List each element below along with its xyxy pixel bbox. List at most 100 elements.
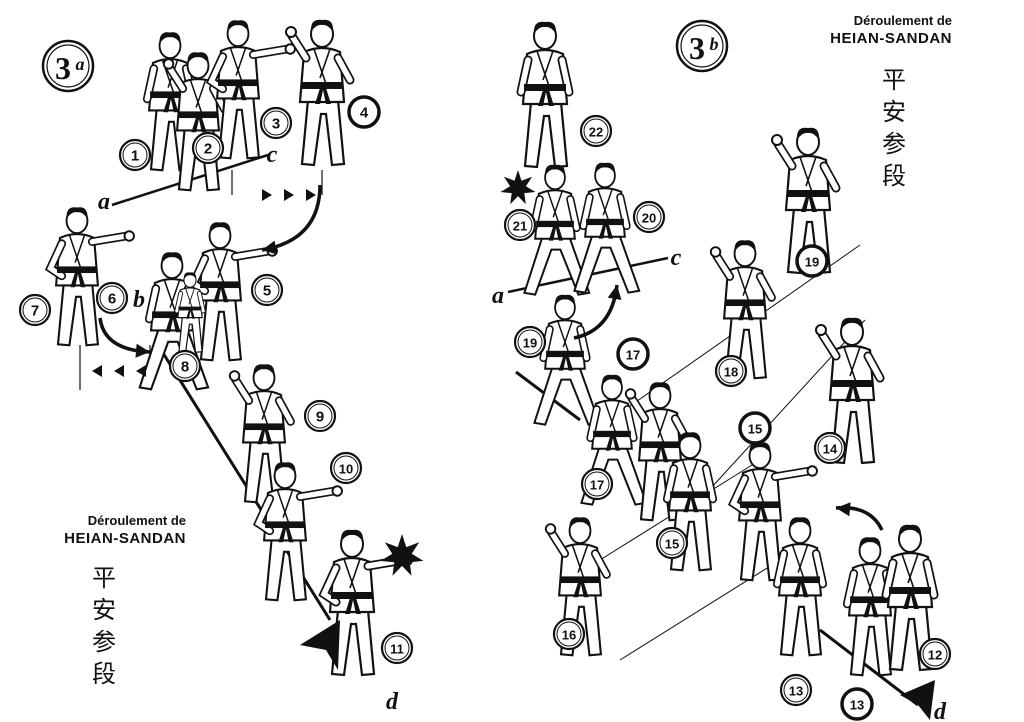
figure-3a-4 — [285, 19, 355, 167]
point-3a-c: c — [267, 142, 278, 168]
step-3b-4: 14 — [813, 431, 847, 465]
kanji-3a-3: 参 — [92, 628, 116, 656]
figure-3b-18 — [709, 240, 776, 380]
kanji-3b-4: 段 — [882, 162, 906, 190]
svg-text:17: 17 — [626, 348, 640, 363]
kiai-star-3a — [380, 534, 424, 576]
svg-text:3: 3 — [272, 116, 280, 133]
svg-text:8: 8 — [181, 359, 189, 376]
step-3b-15: 22 — [579, 114, 613, 148]
title-3a-line2: HEIAN-SANDAN — [64, 530, 186, 547]
title-3a: Déroulement de HEIAN-SANDAN — [26, 512, 186, 548]
title-3a-line1: Déroulement de — [87, 513, 186, 528]
step-chevrons-left — [92, 365, 146, 377]
kanji-3b-3: 参 — [882, 130, 906, 158]
step-3a-6: 6 — [95, 281, 129, 315]
svg-text:21: 21 — [513, 219, 527, 234]
figure-3b-22 — [516, 21, 574, 169]
step-3a-11: 11 — [380, 631, 414, 665]
step-3b-5: 15 — [655, 526, 689, 560]
svg-text:1: 1 — [131, 148, 139, 165]
svg-text:16: 16 — [562, 628, 576, 643]
point-3b-c: c — [671, 245, 682, 271]
svg-text:20: 20 — [642, 211, 656, 226]
step-3b-7: 16 — [552, 617, 586, 651]
direction-arrow-3a — [300, 620, 340, 670]
point-3a-b: b — [133, 287, 145, 313]
step-3b-3: 13 — [840, 687, 874, 721]
title-3b: Déroulement de HEIAN-SANDAN — [792, 12, 952, 48]
svg-text:13: 13 — [850, 698, 864, 713]
step-chevrons-right — [262, 189, 316, 201]
svg-text:7: 7 — [31, 303, 39, 320]
svg-text:6: 6 — [108, 291, 116, 308]
step-3a-7: 7 — [18, 293, 52, 327]
figure-3a-3 — [205, 20, 296, 160]
step-3b-6: 15 — [738, 411, 772, 445]
point-3a-a: a — [98, 189, 110, 215]
figure-3a-11 — [318, 529, 413, 677]
svg-text:a: a — [76, 54, 85, 74]
svg-text:15: 15 — [665, 537, 679, 552]
step-3a-9: 9 — [303, 399, 337, 433]
svg-text:5: 5 — [263, 283, 271, 300]
turn-arrow-3b-1 — [573, 284, 622, 340]
step-3b-9: 17 — [616, 337, 650, 371]
step-3b-14: 21 — [503, 208, 537, 242]
figure-3a-7 — [44, 207, 135, 347]
figure-3b-20 — [573, 162, 641, 294]
point-3b-d: d — [934, 699, 947, 722]
figure-3a-10 — [252, 462, 343, 602]
direction-arrow-3b — [900, 680, 935, 720]
kanji-3b-1: 平 — [882, 66, 906, 94]
svg-text:14: 14 — [823, 442, 838, 457]
step-3b-8: 17 — [580, 467, 614, 501]
svg-text:10: 10 — [339, 462, 353, 477]
figure-3a-8 — [174, 272, 206, 353]
step-3b-10: 18 — [714, 354, 748, 388]
svg-text:18: 18 — [724, 365, 738, 380]
svg-text:9: 9 — [316, 409, 324, 426]
figure-3b-13b — [842, 537, 898, 677]
svg-text:12: 12 — [928, 648, 942, 663]
svg-text:13: 13 — [789, 684, 803, 699]
svg-text:11: 11 — [390, 642, 404, 657]
kiai-star-3b — [500, 170, 536, 205]
step-3b-11: 19 — [513, 325, 547, 359]
step-3a-5: 5 — [250, 273, 284, 307]
step-3a-2: 2 — [191, 131, 225, 165]
svg-text:3: 3 — [689, 30, 705, 66]
step-3a-8: 8 — [168, 349, 202, 383]
svg-text:15: 15 — [748, 422, 762, 437]
figure-3b-19a — [533, 294, 601, 426]
turn-arrow-3a-1 — [261, 184, 322, 255]
kanji-3a-2: 安 — [92, 596, 116, 624]
kanji-3b-2: 安 — [882, 98, 906, 126]
guide-3b-4 — [619, 559, 781, 661]
svg-text:b: b — [710, 34, 719, 54]
step-3b-2: 13 — [779, 673, 813, 707]
figure-3b-15b — [727, 442, 818, 582]
turn-arrow-3a-2 — [98, 317, 151, 358]
figure-3b-21 — [523, 164, 591, 296]
kanji-3b: 平 安 参 段 — [874, 64, 914, 192]
step-3b-13: 20 — [632, 200, 666, 234]
step-3a-1: 1 — [118, 138, 152, 172]
step-3a-4: 4 — [347, 95, 381, 129]
step-3a-3: 3 — [259, 106, 293, 140]
svg-text:19: 19 — [805, 255, 819, 270]
step-3a-10: 10 — [329, 451, 363, 485]
point-3a-d: d — [386, 689, 399, 715]
figure-3b-13a — [772, 517, 828, 657]
svg-text:22: 22 — [589, 125, 603, 140]
svg-text:3: 3 — [55, 50, 71, 86]
kanji-3a-4: 段 — [92, 660, 116, 688]
title-3b-line2: HEIAN-SANDAN — [830, 30, 952, 47]
step-3b-12: 19 — [795, 244, 829, 278]
svg-text:19: 19 — [523, 336, 537, 351]
figure-3a-9 — [228, 364, 295, 504]
step-3b-1: 12 — [918, 637, 952, 671]
svg-text:4: 4 — [360, 105, 369, 122]
